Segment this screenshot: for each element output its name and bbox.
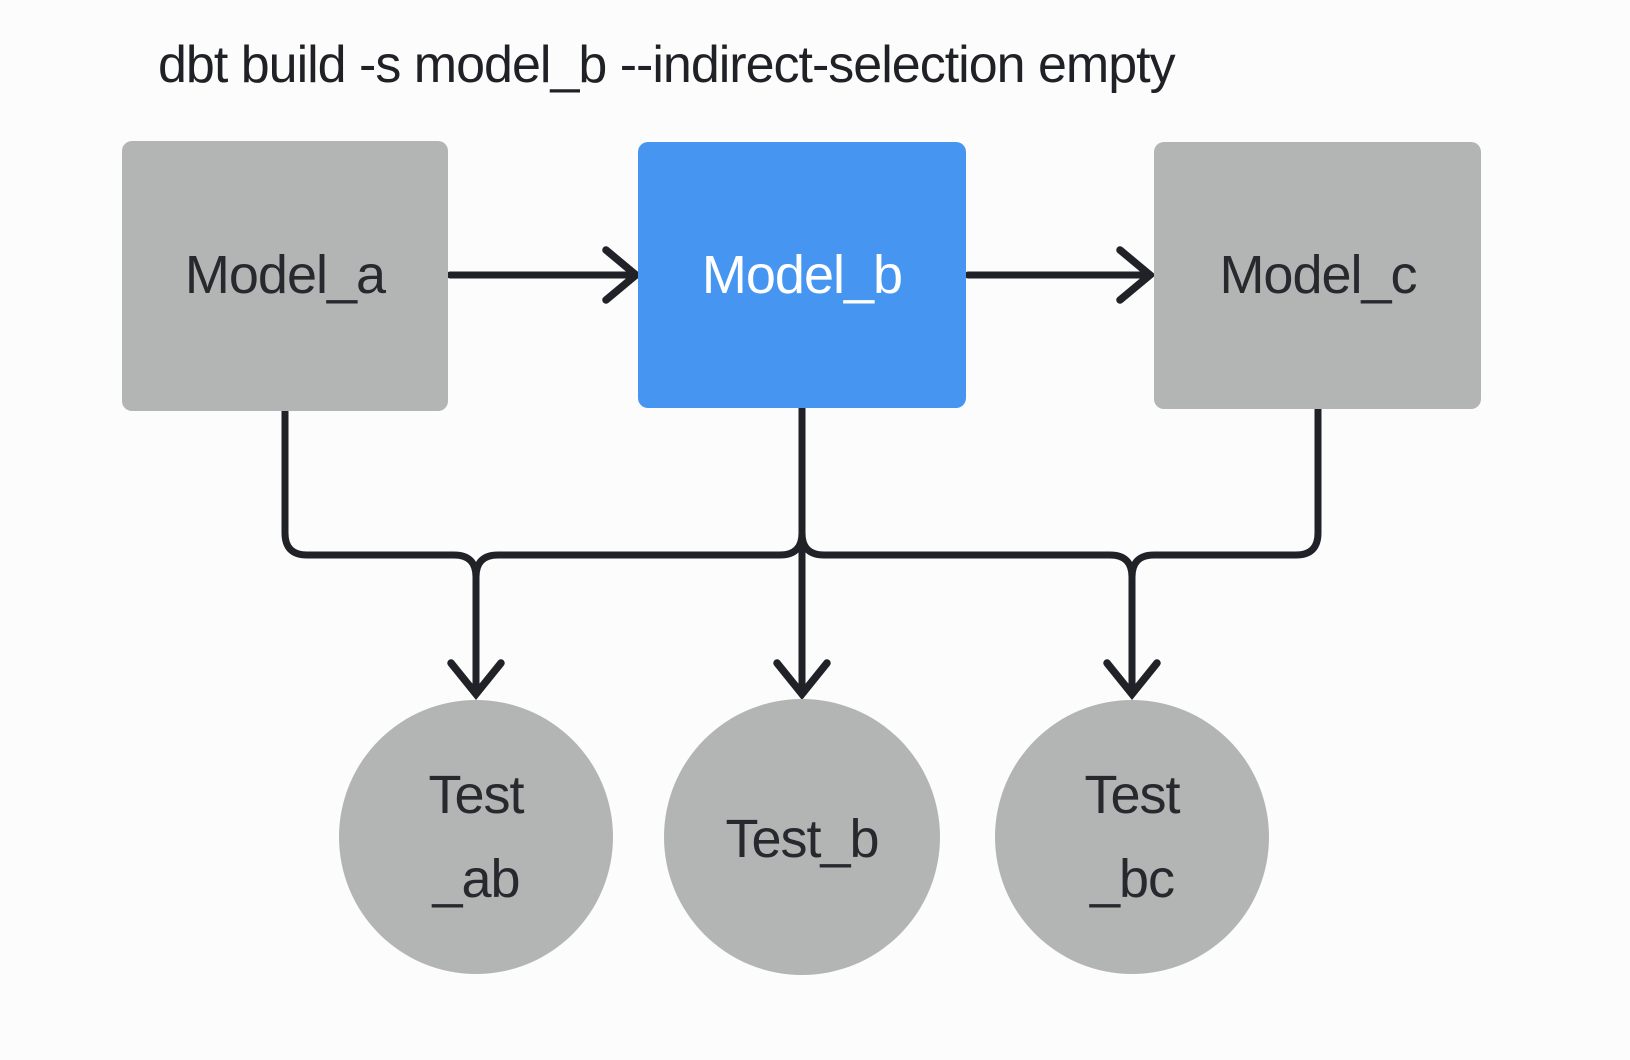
arrowhead-model-b-left	[602, 246, 642, 304]
node-test-b: Test_b	[664, 699, 940, 975]
node-model-c-label: Model_c	[1219, 245, 1416, 305]
node-model-b-box	[638, 142, 966, 408]
arrowhead-test-ab-top	[447, 659, 505, 700]
node-test-bc-label-line2: _bc	[1089, 849, 1174, 909]
node-test-ab-label-line1: Test	[428, 765, 524, 825]
node-test-b-circle	[664, 699, 940, 975]
node-model-a-label: Model_a	[185, 245, 387, 305]
edge-model-a-to-model-b	[446, 246, 642, 304]
arrowhead-model-c-left	[1116, 246, 1156, 304]
node-model-c: Model_c	[1154, 142, 1481, 409]
node-model-c-box	[1154, 142, 1481, 409]
node-model-b-label: Model_b	[702, 245, 902, 305]
node-model-a-box	[122, 141, 448, 411]
node-test-bc-label-line1: Test	[1084, 765, 1180, 825]
node-model-a: Model_a	[122, 141, 448, 411]
node-test-ab-label-line2: _ab	[431, 849, 519, 909]
node-test-b-label: Test_b	[725, 809, 878, 869]
edge-model-b-to-model-c	[964, 246, 1156, 304]
node-test-bc-circle	[995, 700, 1269, 974]
node-test-ab: Test _ab	[339, 700, 613, 974]
arrowhead-test-bc-top	[1103, 659, 1161, 700]
edge-model-c-to-test-bc	[1128, 405, 1322, 696]
node-test-ab-circle	[339, 700, 613, 974]
diagram-title: dbt build -s model_b --indirect-selectio…	[158, 36, 1176, 94]
node-model-b: Model_b	[638, 142, 966, 408]
node-test-bc: Test _bc	[995, 700, 1269, 974]
arrowhead-test-b-top	[773, 659, 831, 700]
